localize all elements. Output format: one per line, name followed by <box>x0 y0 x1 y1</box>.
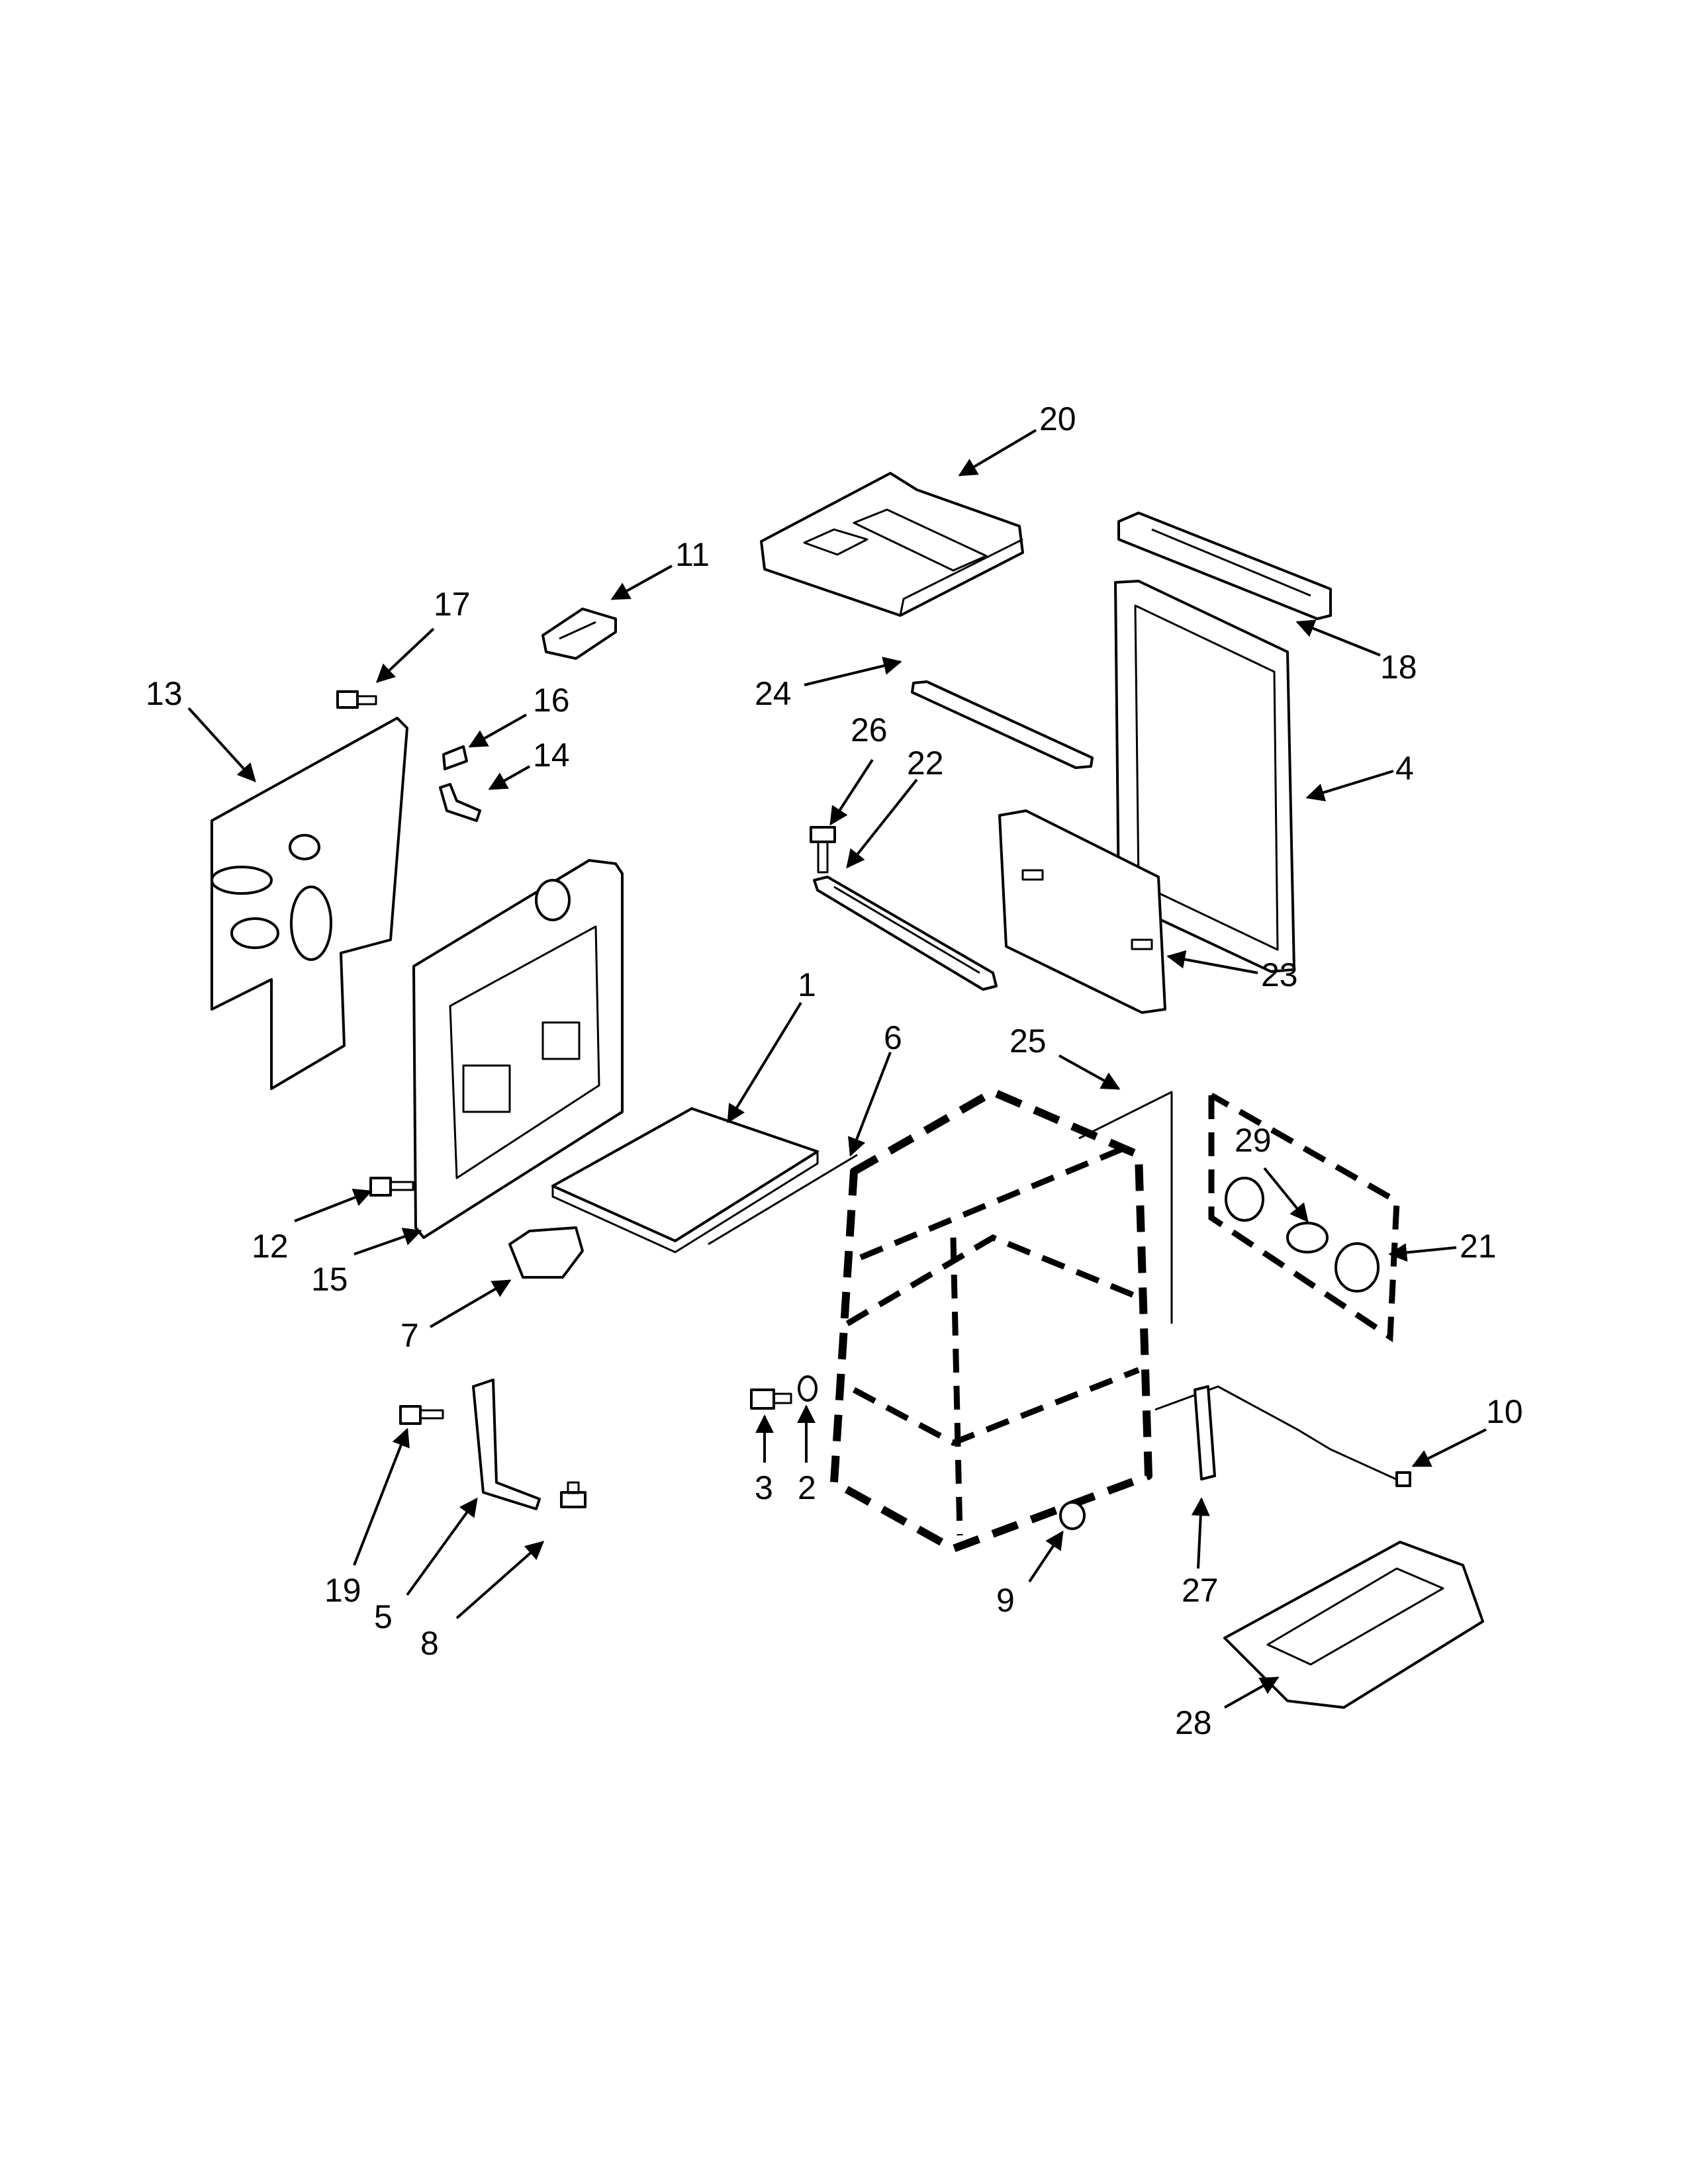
callout-22: 22 <box>907 745 944 782</box>
part-13-rear-panel <box>211 717 408 1090</box>
part-18-trim-strip <box>1117 512 1332 620</box>
callout-19: 19 <box>324 1572 361 1609</box>
callout-8: 8 <box>420 1625 439 1662</box>
callout-5: 5 <box>374 1598 393 1635</box>
leader-lines <box>187 429 1487 1709</box>
part-11-bracket <box>541 608 617 660</box>
callout-9: 9 <box>996 1582 1015 1619</box>
part-26-screw <box>810 826 836 874</box>
part-20-top-panel <box>760 472 1024 617</box>
part-6-rod <box>708 1154 858 1246</box>
callout-27: 27 <box>1182 1572 1219 1609</box>
part-23-panel <box>998 809 1166 1014</box>
callout-1: 1 <box>798 966 816 1003</box>
part-12-screw <box>369 1177 414 1197</box>
callout-17: 17 <box>434 586 471 623</box>
part-1-tray <box>551 1107 819 1253</box>
part-16-clip <box>442 745 468 770</box>
part-14-clip <box>439 783 481 822</box>
callout-25: 25 <box>1009 1023 1047 1060</box>
callout-23: 23 <box>1261 956 1298 993</box>
part-25-oven-cavity <box>830 1088 1173 1553</box>
callout-29: 29 <box>1235 1122 1272 1159</box>
callout-10: 10 <box>1486 1393 1523 1430</box>
part-10-sensor <box>1154 1385 1411 1487</box>
part-7-bracket <box>508 1226 584 1279</box>
callout-7: 7 <box>400 1317 419 1354</box>
callout-4: 4 <box>1395 750 1414 787</box>
part-9-plug <box>1059 1501 1086 1530</box>
callout-3: 3 <box>755 1469 773 1506</box>
callout-21: 21 <box>1460 1228 1497 1265</box>
callout-15: 15 <box>311 1261 348 1298</box>
part-8-leveler <box>560 1481 586 1508</box>
part-3-screw <box>750 1388 792 1410</box>
callout-20: 20 <box>1039 400 1076 437</box>
callout-labels: 20 11 17 13 16 14 18 24 4 26 22 23 1 6 2… <box>146 400 1523 1741</box>
part-2-washer <box>798 1375 818 1402</box>
callout-18: 18 <box>1380 649 1417 686</box>
part-17-screw <box>336 690 377 709</box>
callout-2: 2 <box>798 1469 816 1506</box>
callout-6: 6 <box>884 1019 902 1056</box>
part-27-strip <box>1194 1385 1216 1480</box>
callout-26: 26 <box>851 711 888 749</box>
callout-16: 16 <box>533 682 570 719</box>
callout-12: 12 <box>252 1228 289 1265</box>
part-21-light-assembly <box>1208 1093 1400 1343</box>
callout-24: 24 <box>755 675 792 712</box>
callout-13: 13 <box>146 675 183 712</box>
part-29-bulb <box>1286 1222 1329 1253</box>
part-28-drawer-panel <box>1223 1541 1484 1709</box>
part-5-leg-bracket <box>472 1379 541 1510</box>
callout-14: 14 <box>533 737 570 774</box>
part-19-screw <box>399 1405 444 1425</box>
callout-11: 11 <box>675 536 710 573</box>
part-22-bracket <box>813 876 998 991</box>
part-24-rail <box>911 680 1094 769</box>
callout-28: 28 <box>1175 1704 1212 1741</box>
